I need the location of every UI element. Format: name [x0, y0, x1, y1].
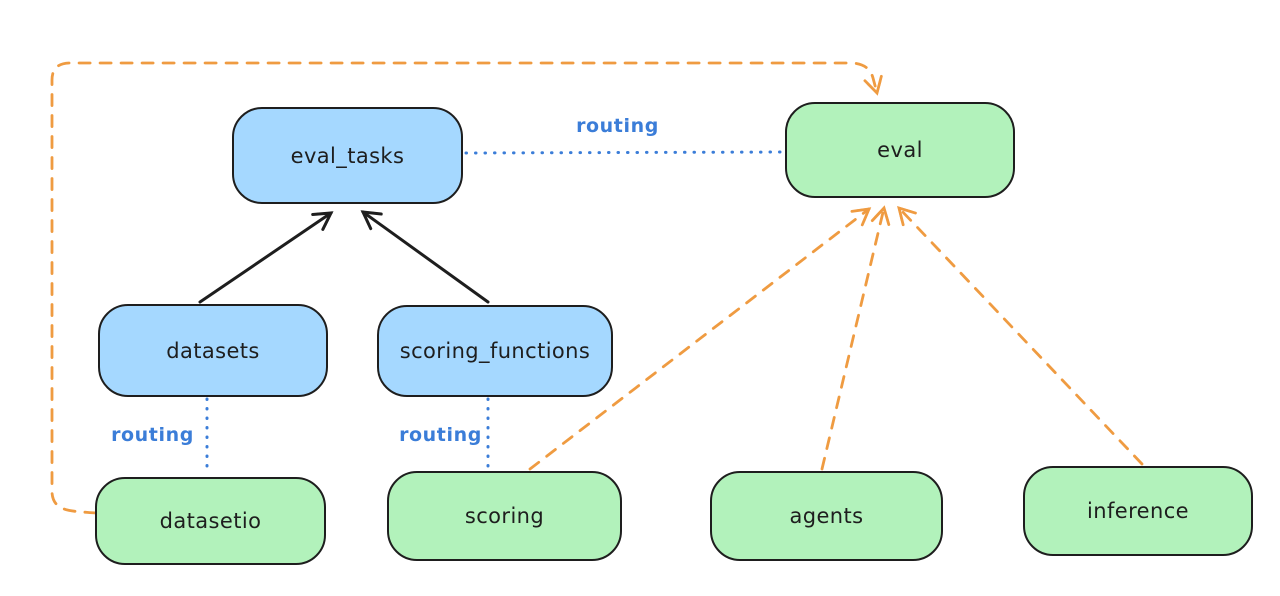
- node-eval-label: eval: [877, 138, 923, 162]
- node-agents-label: agents: [789, 504, 864, 528]
- edge-datasets-to-eval-tasks: [198, 211, 334, 304]
- edge-label-routing-scoring: routing: [399, 424, 482, 446]
- edge-scoring-to-eval: [528, 207, 872, 471]
- node-datasetio: datasetio: [95, 477, 326, 565]
- edge-scoring-functions-to-eval-tasks: [360, 210, 490, 304]
- node-eval: eval: [785, 102, 1015, 198]
- node-inference: inference: [1023, 466, 1253, 556]
- node-datasets: datasets: [98, 304, 328, 397]
- node-eval-tasks: eval_tasks: [232, 107, 463, 204]
- node-scoring: scoring: [387, 471, 622, 561]
- node-datasetio-label: datasetio: [159, 509, 262, 533]
- node-scoring-label: scoring: [464, 504, 545, 528]
- node-scoring-functions-label: scoring_functions: [399, 339, 591, 363]
- node-agents: agents: [710, 471, 943, 561]
- edge-inference-to-eval: [897, 205, 1144, 466]
- node-scoring-functions: scoring_functions: [377, 305, 613, 397]
- edge-eval-tasks-to-eval-dotted: [464, 150, 785, 155]
- edge-label-routing-datasets: routing: [111, 424, 194, 446]
- node-datasets-label: datasets: [166, 338, 260, 363]
- node-inference-label: inference: [1087, 499, 1189, 523]
- edge-datasetio-to-eval-loop: [50, 61, 883, 515]
- edge-agents-to-eval: [820, 205, 891, 471]
- edge-label-routing-top: routing: [576, 115, 659, 137]
- node-eval-tasks-label: eval_tasks: [290, 143, 405, 168]
